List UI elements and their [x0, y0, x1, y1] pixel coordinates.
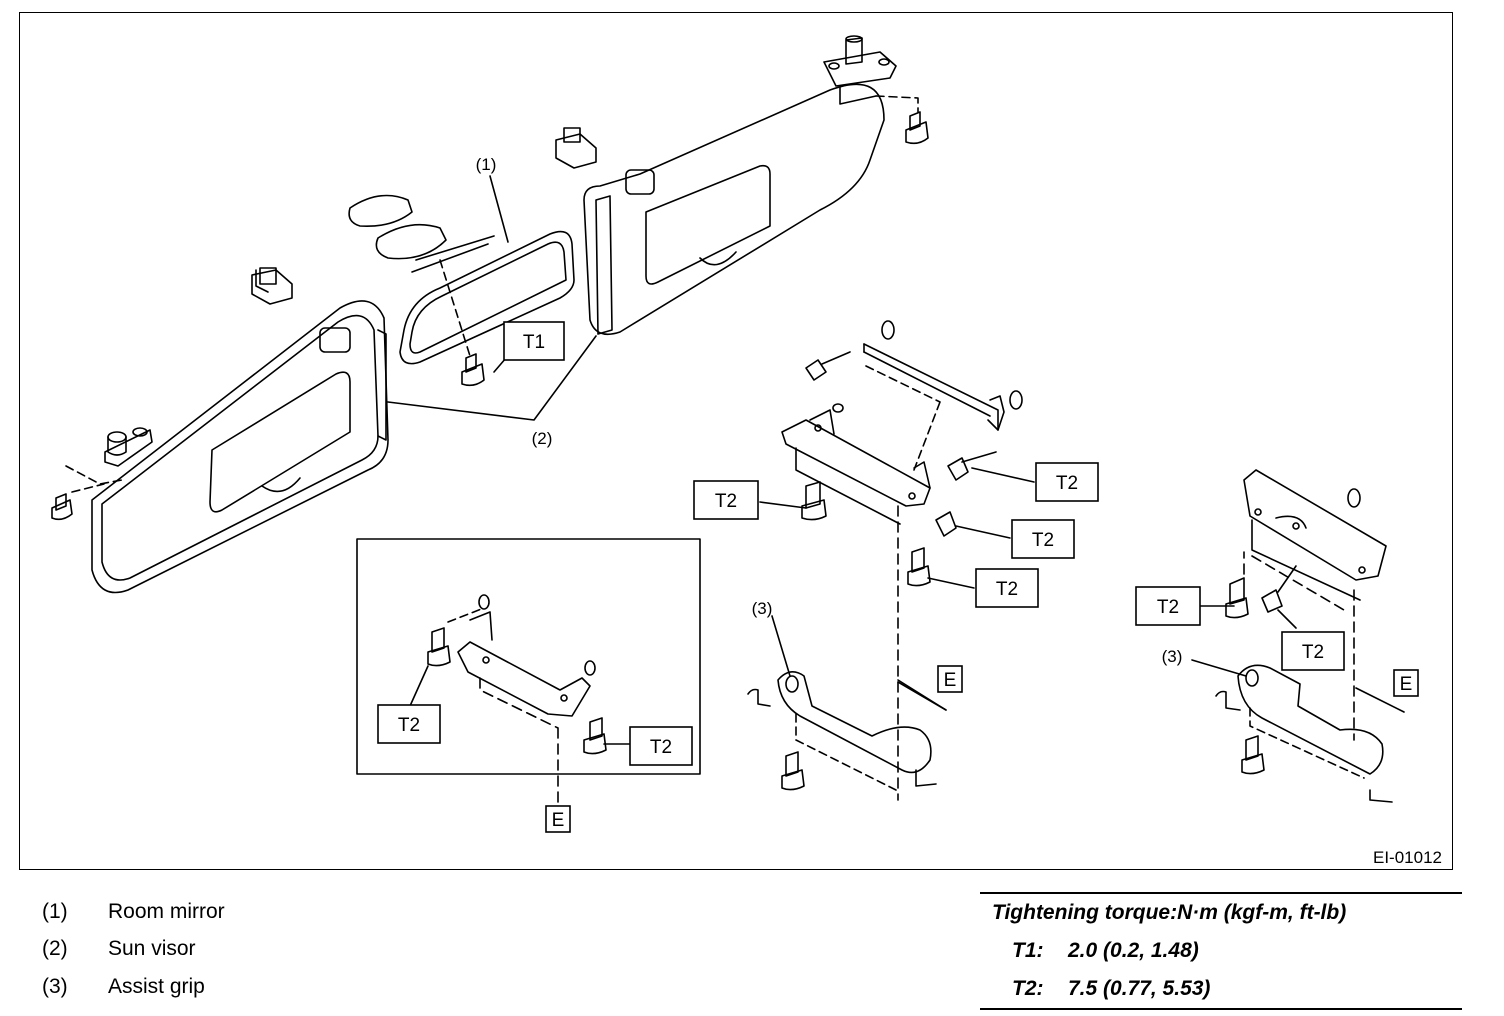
- torque-row: T2: 7.5 (0.77, 5.53): [980, 970, 1462, 1008]
- tag-t2-right-low: T2: [1302, 642, 1324, 663]
- tag-t1: T1: [523, 332, 545, 353]
- tag-t2-center-top: T2: [1056, 473, 1078, 494]
- torque-value: 7.5 (0.77, 5.53): [1068, 977, 1211, 1000]
- callout-3-center: (3): [752, 599, 773, 618]
- center-bracket-drawing: [781, 320, 1023, 801]
- callout-2: (2): [532, 429, 553, 448]
- legend-name: Assist grip: [108, 975, 205, 998]
- center-assist-grip-drawing: [747, 615, 947, 791]
- inset-bracket-drawing: [427, 594, 607, 807]
- legend-num: (1): [42, 900, 68, 923]
- tag-e-center: E: [944, 670, 957, 691]
- left-sun-visor-drawing: [51, 267, 389, 594]
- figure-id: EI-01012: [1373, 848, 1442, 867]
- tag-t2-inset-right: T2: [650, 737, 672, 758]
- right-sun-visor-drawing: [555, 35, 929, 336]
- room-mirror-drawing: [348, 194, 575, 387]
- legend-name: Sun visor: [108, 937, 196, 960]
- torque-header: Tightening torque:N·m (kgf-m, ft-lb): [992, 901, 1347, 924]
- legend-item: (3) Assist grip: [42, 975, 205, 999]
- diagram-frame: [19, 12, 1453, 870]
- legend-num: (2): [42, 937, 68, 960]
- torque-table: Tightening torque:N·m (kgf-m, ft-lb) T1:…: [980, 892, 1462, 1010]
- right-bracket-drawing: [1225, 469, 1387, 741]
- tag-e-right: E: [1400, 674, 1413, 695]
- label-leaders: [409, 467, 1297, 745]
- right-assist-grip-drawing: [1191, 659, 1405, 803]
- torque-row: T1: 2.0 (0.2, 1.48): [980, 932, 1462, 970]
- callout-1: (1): [476, 155, 497, 174]
- callout-3-right: (3): [1162, 647, 1183, 666]
- tag-t2-center-left: T2: [715, 491, 737, 512]
- inset-box: [356, 538, 701, 775]
- tag-t2-center-low: T2: [996, 579, 1018, 600]
- tag-t2-center-mid: T2: [1032, 530, 1054, 551]
- torque-value: 2.0 (0.2, 1.48): [1068, 939, 1199, 962]
- tag-t2-inset-left: T2: [398, 715, 420, 736]
- torque-tags: [377, 321, 1419, 833]
- tag-t2-right-left: T2: [1157, 597, 1179, 618]
- torque-key: T2:: [1012, 977, 1044, 1000]
- legend-item: (2) Sun visor: [42, 937, 196, 961]
- torque-key: T1:: [1012, 939, 1044, 962]
- tag-e-inset: E: [552, 810, 565, 831]
- legend-item: (1) Room mirror: [42, 900, 225, 924]
- torque-bottom-rule: [980, 1008, 1462, 1010]
- torque-top-rule: [980, 892, 1462, 894]
- legend-num: (3): [42, 975, 68, 998]
- legend-name: Room mirror: [108, 900, 225, 923]
